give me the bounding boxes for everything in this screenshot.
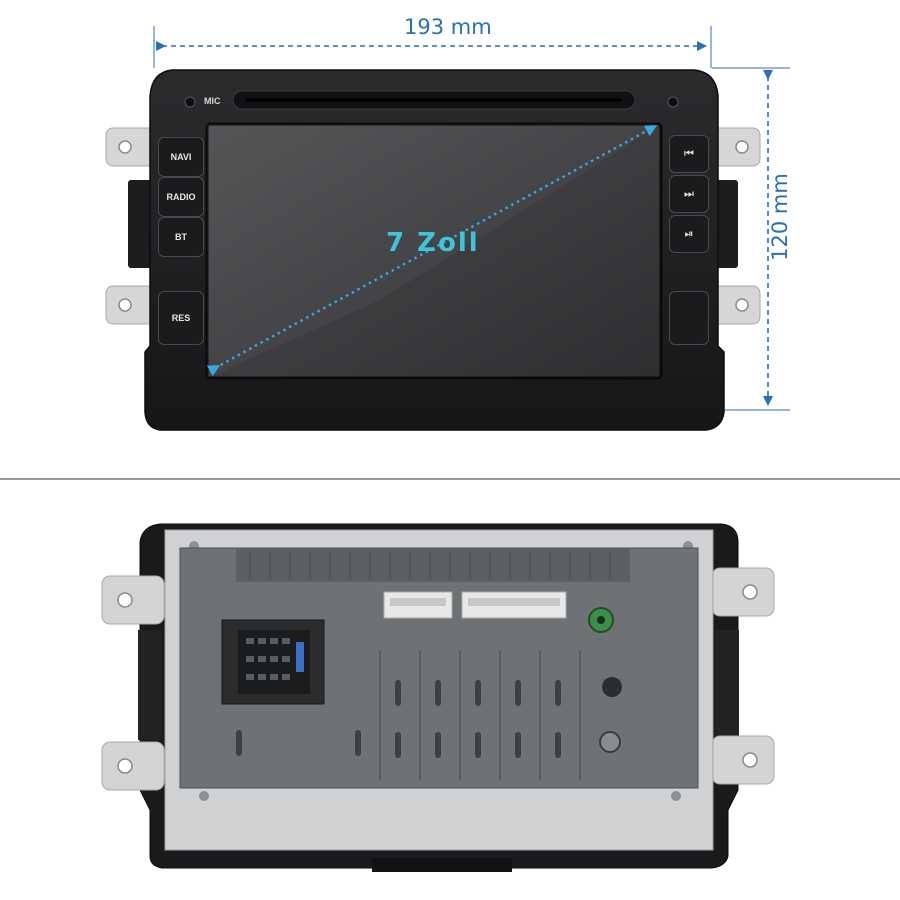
screw-hole <box>667 96 679 108</box>
bt-button[interactable]: BT <box>158 217 204 257</box>
res-button[interactable]: RES <box>158 291 204 345</box>
gps-port[interactable] <box>602 677 622 697</box>
play-pause-button[interactable]: ⏯ <box>669 215 709 253</box>
radio-antenna-port[interactable] <box>599 731 621 753</box>
blank-button[interactable] <box>669 291 709 345</box>
radio-button[interactable]: RADIO <box>158 177 204 217</box>
mic-label: MIC <box>204 96 221 106</box>
screen-size-label: 7 Zoll <box>386 228 480 258</box>
height-dimension-label: 120 mm <box>768 173 792 261</box>
rear-view <box>101 523 775 872</box>
mic-hole <box>184 96 196 108</box>
screen-diagonal-arrow <box>206 125 658 377</box>
front-view <box>105 26 790 431</box>
previous-track-button[interactable]: ⏮ <box>669 135 709 173</box>
section-divider <box>0 478 900 480</box>
navi-button[interactable]: NAVI <box>158 137 204 177</box>
width-dimension-label: 193 mm <box>404 15 492 39</box>
next-track-button[interactable]: ⏭ <box>669 175 709 213</box>
